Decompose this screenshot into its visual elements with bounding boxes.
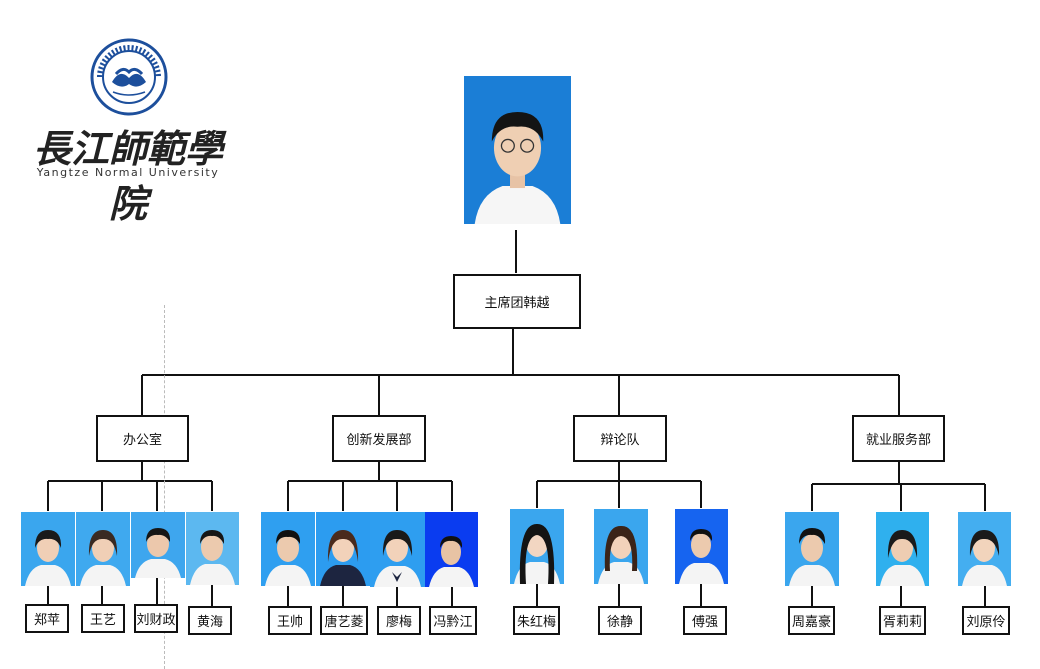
member-name: 冯黔江 bbox=[433, 615, 473, 630]
logo-chinese-name: 長江師範學院 bbox=[32, 126, 223, 226]
member-name: 王艺 bbox=[89, 613, 116, 628]
dept-box-debate: 辩论队 bbox=[573, 415, 667, 462]
member-name: 胥莉莉 bbox=[883, 615, 923, 630]
university-logo: 長江師範學院 Yangtze Normal University bbox=[28, 38, 228, 226]
member-photo bbox=[76, 512, 130, 586]
member-photo bbox=[958, 512, 1011, 586]
member-name-box: 徐静 bbox=[598, 606, 642, 635]
member-name-box: 郑苹 bbox=[25, 604, 69, 633]
member-name-box: 唐艺菱 bbox=[320, 606, 368, 635]
member-name: 周嘉豪 bbox=[792, 615, 832, 630]
member-name: 刘原伶 bbox=[966, 615, 1006, 630]
member-photo bbox=[675, 509, 728, 584]
member-photo bbox=[316, 512, 370, 586]
dept-box-innovation: 创新发展部 bbox=[332, 415, 426, 462]
member-photo bbox=[876, 512, 929, 586]
member-name: 王帅 bbox=[276, 615, 303, 630]
member-photo bbox=[594, 509, 648, 584]
dept-label: 就业服务部 bbox=[865, 433, 931, 448]
member-name-box: 刘原伶 bbox=[962, 606, 1010, 635]
member-photo bbox=[425, 512, 478, 587]
member-photo bbox=[510, 509, 564, 584]
member-name: 黄海 bbox=[196, 615, 223, 630]
dept-label: 办公室 bbox=[122, 433, 162, 448]
member-name-box: 黄海 bbox=[188, 606, 232, 635]
member-photo bbox=[370, 512, 425, 587]
member-photo bbox=[21, 512, 75, 586]
root-node-label: 主席团韩越 bbox=[484, 296, 550, 311]
member-name-box: 朱红梅 bbox=[513, 606, 560, 635]
member-name-box: 廖梅 bbox=[377, 606, 421, 635]
logo-english-name: Yangtze Normal University bbox=[36, 166, 220, 179]
member-name-box: 刘财政 bbox=[134, 604, 178, 633]
member-name-box: 冯黔江 bbox=[429, 606, 477, 635]
member-name: 傅强 bbox=[691, 615, 718, 630]
dept-box-office: 办公室 bbox=[96, 415, 189, 462]
root-photo bbox=[464, 76, 571, 224]
dept-label: 辩论队 bbox=[600, 433, 640, 448]
member-photo bbox=[261, 512, 315, 586]
dept-label: 创新发展部 bbox=[346, 433, 412, 448]
member-name: 徐静 bbox=[606, 615, 633, 630]
root-node-box: 主席团韩越 bbox=[453, 274, 581, 329]
member-name: 唐艺菱 bbox=[324, 615, 364, 630]
member-photo bbox=[131, 512, 185, 578]
member-name: 刘财政 bbox=[136, 613, 176, 628]
member-name: 廖梅 bbox=[385, 615, 412, 630]
university-seal-icon bbox=[90, 38, 168, 116]
member-name-box: 傅强 bbox=[683, 606, 727, 635]
dept-box-employment: 就业服务部 bbox=[852, 415, 945, 462]
member-photo bbox=[785, 512, 839, 586]
dashed-guide-line bbox=[164, 305, 165, 669]
member-name-box: 胥莉莉 bbox=[879, 606, 926, 635]
member-name-box: 王艺 bbox=[81, 604, 125, 633]
member-name: 郑苹 bbox=[33, 613, 60, 628]
member-name-box: 周嘉豪 bbox=[788, 606, 835, 635]
member-photo bbox=[186, 512, 239, 585]
member-name: 朱红梅 bbox=[517, 615, 557, 630]
member-name-box: 王帅 bbox=[268, 606, 312, 635]
